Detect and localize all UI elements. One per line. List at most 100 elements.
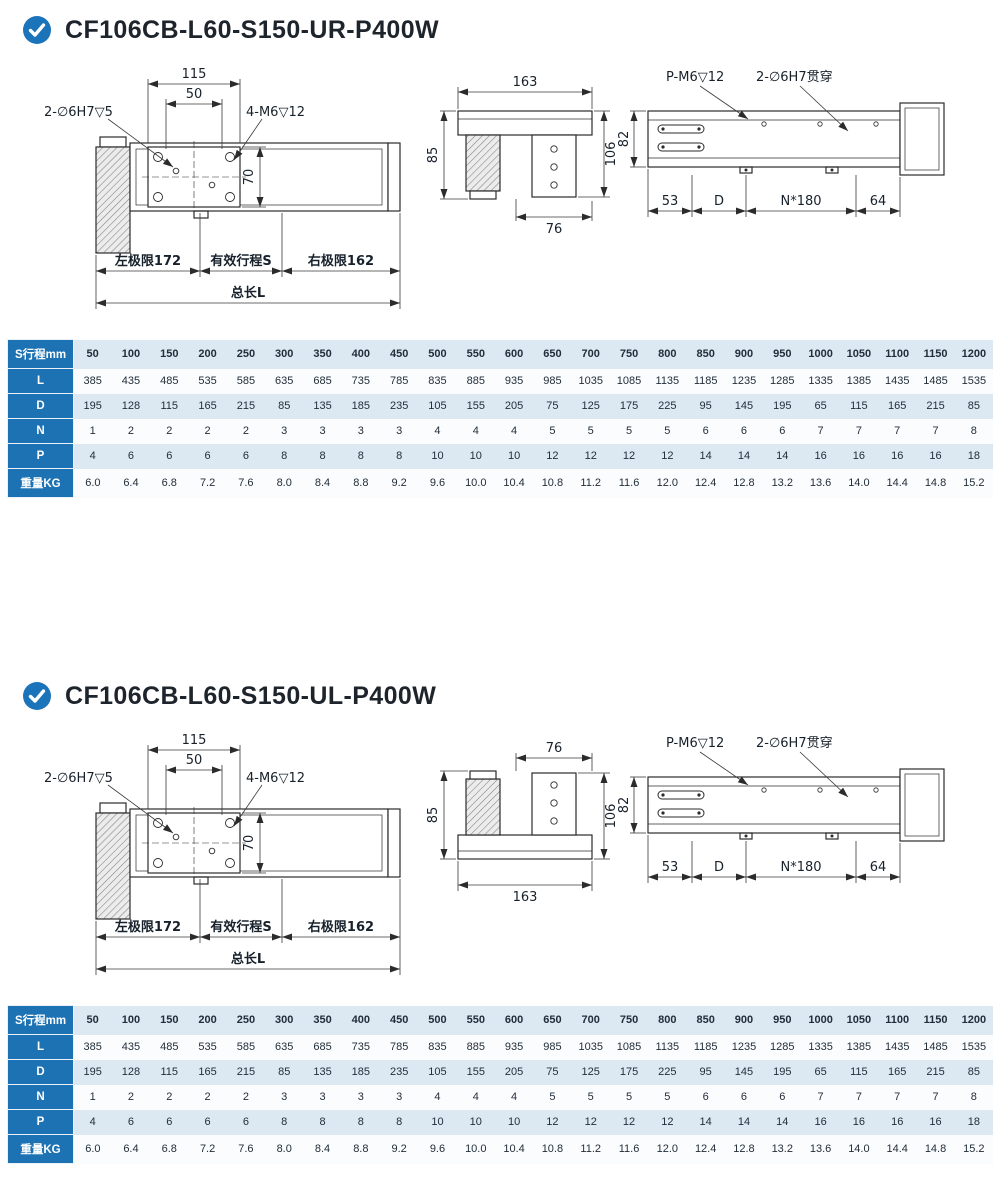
table-cell: 8.0: [265, 1134, 304, 1164]
motor-block-side: [899, 768, 945, 842]
label-through-holes: 2-∅6H7贯穿: [756, 69, 833, 85]
table-cell: 1385: [839, 1034, 879, 1060]
table-cell: 2: [111, 418, 151, 444]
label-dowel-holes: 2-∅6H7▽5: [44, 771, 113, 786]
table-cell: 5: [533, 1084, 572, 1110]
stroke-value-cell: 1200: [954, 1005, 993, 1035]
table-cell: 14: [686, 443, 725, 469]
table-cell: 16: [801, 443, 840, 469]
dim-label-53: 53: [662, 194, 679, 209]
table-cell: 10.8: [533, 1134, 572, 1164]
table-cell: 685: [303, 368, 342, 394]
table-cell: 215: [226, 1059, 266, 1085]
table-cell: 225: [648, 1059, 687, 1085]
table-cell: 385: [73, 368, 112, 394]
stroke-value-cell: 350: [303, 339, 342, 369]
stroke-value-cell: 650: [533, 1005, 572, 1035]
dim-label-d: D: [714, 194, 724, 209]
end-view: 76 85 106 163: [426, 741, 619, 905]
table-cell: 16: [916, 443, 955, 469]
table-cell: 1135: [648, 1034, 687, 1060]
table-cell: 835: [418, 1034, 457, 1060]
table-cell: 1035: [571, 1034, 610, 1060]
table-cell: 5: [609, 418, 649, 444]
table-cell: 8: [341, 443, 380, 469]
dim-label-top: 76: [546, 741, 563, 756]
dim-label-stroke: 有效行程S: [210, 919, 271, 935]
table-cell: 1435: [878, 368, 917, 394]
stroke-value-cell: 800: [648, 1005, 687, 1035]
table-cell: 7: [878, 1084, 917, 1110]
row-label: L: [7, 368, 74, 394]
table-cell: 128: [111, 1059, 151, 1085]
table-cell: 2: [150, 1084, 189, 1110]
dim-label-n180: N*180: [780, 194, 821, 209]
table-cell: 145: [724, 1059, 764, 1085]
table-cell: 8.4: [303, 468, 342, 498]
table-cell: 6: [188, 443, 227, 469]
end-cap: [387, 808, 401, 878]
label-dowel-holes: 2-∅6H7▽5: [44, 105, 113, 120]
table-cell: 12.4: [686, 468, 725, 498]
table-cell: 13.6: [801, 1134, 840, 1164]
table-cell: 12: [609, 1109, 649, 1135]
dim-label-53: 53: [662, 860, 679, 875]
section-ul: CF106CB-L60-S150-UL-P400W: [0, 666, 1000, 1164]
motor-block: [95, 146, 131, 254]
table-cell: 735: [341, 368, 380, 394]
table-cell: 10.0: [456, 1134, 495, 1164]
table-cell: 7: [839, 418, 879, 444]
table-cell: 6: [226, 443, 266, 469]
stroke-value-cell: 750: [609, 1005, 649, 1035]
table-cell: 18: [954, 1109, 993, 1135]
slot: [657, 124, 705, 134]
table-cell: 1535: [954, 368, 993, 394]
table-cell: 4: [73, 443, 112, 469]
row-label: P: [7, 1109, 74, 1135]
row-label-stroke: S行程mm: [7, 339, 74, 369]
table-cell: 95: [686, 1059, 725, 1085]
motor-cap: [469, 190, 497, 200]
table-cell: 135: [303, 1059, 342, 1085]
table-cell: 14.8: [916, 468, 955, 498]
row-label: P: [7, 443, 74, 469]
table-cell: 1435: [878, 1034, 917, 1060]
dim-label-70: 70: [242, 835, 257, 852]
table-cell: 4: [73, 1109, 112, 1135]
table-cell: 3: [341, 418, 380, 444]
table-cell: 165: [188, 1059, 227, 1085]
table-cell: 7.6: [226, 468, 266, 498]
table-cell: 16: [839, 1109, 879, 1135]
dim-label-115: 115: [182, 733, 207, 748]
row-label: 重量KG: [7, 1134, 74, 1164]
table-cell: 128: [111, 393, 151, 419]
table-cell: 1185: [686, 368, 725, 394]
table-cell: 985: [533, 1034, 572, 1060]
table-cell: 14: [686, 1109, 725, 1135]
technical-drawing-ul: 115 50 2-∅6H7▽5 4-M6▽12 70 左极限172 有效行程S …: [44, 733, 945, 975]
table-cell: 5: [571, 418, 610, 444]
table-cell: 6: [724, 418, 764, 444]
dim-label-bottom: 76: [546, 222, 563, 237]
table-cell: 5: [648, 1084, 687, 1110]
row-label: N: [7, 1084, 74, 1110]
dim-label-82: 82: [617, 797, 632, 814]
table-cell: 3: [303, 1084, 342, 1110]
table-cell: 14: [724, 1109, 764, 1135]
table-cell: 125: [571, 393, 610, 419]
table-cell: 635: [265, 368, 304, 394]
dim-label-115: 115: [182, 67, 207, 82]
mount-foot: [739, 832, 753, 840]
table-cell: 155: [456, 1059, 495, 1085]
stroke-value-cell: 1200: [954, 339, 993, 369]
table-cell: 5: [648, 418, 687, 444]
table-cell: 985: [533, 368, 572, 394]
dimension-lines: [630, 751, 901, 883]
table-cell: 205: [494, 1059, 534, 1085]
stroke-value-cell: 1150: [916, 1005, 955, 1035]
table-cell: 8.8: [341, 1134, 380, 1164]
